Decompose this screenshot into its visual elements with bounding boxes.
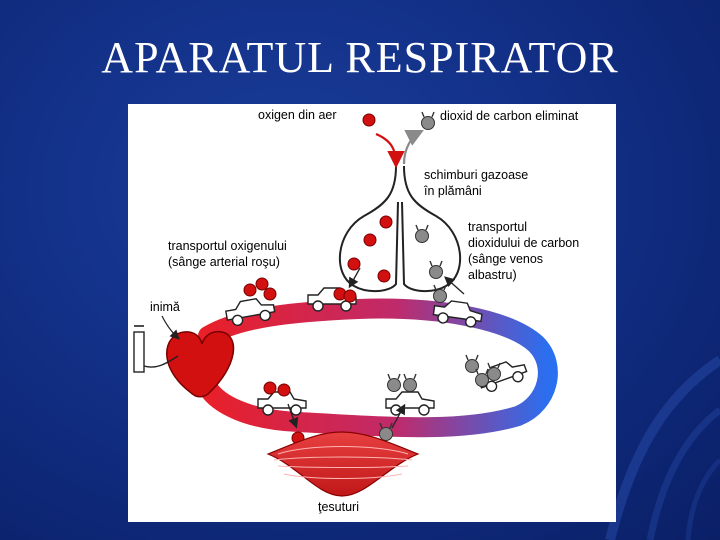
label-co2-transport-3: (sânge venos (468, 252, 544, 266)
label-oxygen-in: oxigen din aer (258, 108, 337, 122)
oxygen-inflow-arrow (375, 132, 405, 169)
muscle-tissue-icon (266, 431, 420, 497)
label-gas-exchange-2: în plămâni (424, 184, 482, 198)
label-tissues: ţesuturi (318, 500, 359, 514)
co2-molecule-icon (420, 111, 436, 131)
label-heart: inimă (150, 300, 180, 314)
diagram-drawing (133, 111, 558, 497)
label-gas-exchange-1: schimburi gazoase (424, 168, 529, 182)
label-co2-transport-1: transportul (468, 220, 528, 234)
label-o2-transport-2: (sânge arterial roşu) (168, 255, 280, 269)
label-co2-transport-4: albastru) (468, 268, 517, 282)
decorative-swirl (605, 355, 720, 540)
co2-outflow-arrow (402, 130, 424, 165)
respiratory-diagram: oxigen din aer dioxid de carbon eliminat… (128, 104, 616, 522)
oxygen-molecule-icon (362, 113, 376, 127)
heart-icon (166, 330, 235, 398)
pump-icon (133, 325, 179, 373)
label-o2-transport-1: transportul oxigenului (168, 239, 287, 253)
slide-title: APARATUL RESPIRATOR (101, 33, 619, 82)
label-co2-transport-2: dioxidului de carbon (468, 236, 580, 250)
label-co2-out: dioxid de carbon eliminat (440, 109, 579, 123)
